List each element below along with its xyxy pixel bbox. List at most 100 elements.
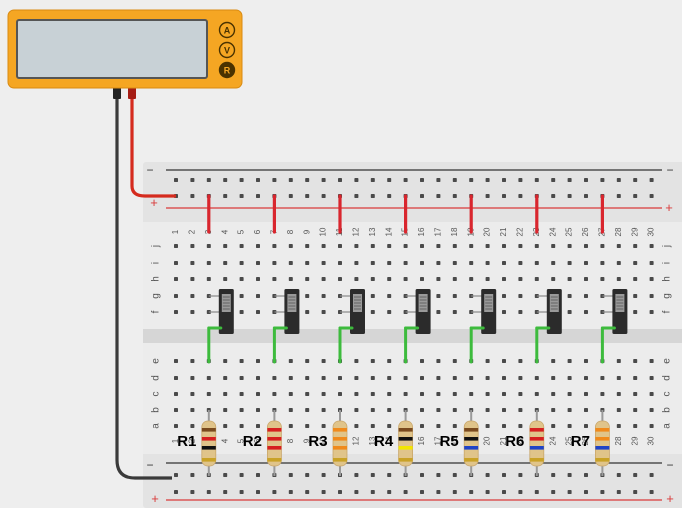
rail-hole (649, 490, 654, 494)
rail-hole (452, 490, 457, 494)
terminal-hole (567, 408, 572, 412)
terminal-hole (469, 244, 474, 248)
terminal-hole (190, 424, 195, 428)
resistor-band (398, 428, 413, 432)
column-number: 20 (483, 227, 492, 236)
terminal-hole (518, 310, 523, 314)
mode-button-v[interactable] (218, 41, 236, 59)
probe-plug-red[interactable] (128, 86, 136, 99)
terminal-hole (321, 376, 326, 380)
mode-button-a[interactable] (218, 21, 236, 39)
branch-6: R6 (505, 194, 562, 476)
branch-2: R2 (243, 194, 300, 476)
terminal-hole (616, 261, 621, 265)
rail-hole (174, 473, 178, 477)
terminal-hole (616, 244, 621, 248)
rail-hole (600, 490, 605, 494)
column-number: 14 (384, 436, 393, 445)
terminal-hole (272, 392, 277, 396)
rail-minus-label: − (146, 163, 153, 177)
terminal-hole (485, 376, 490, 380)
column-number: 1 (171, 438, 180, 443)
rail-hole (190, 473, 195, 477)
terminal-hole (174, 310, 178, 314)
terminal-hole (288, 244, 293, 248)
mode-button-label: A (224, 26, 231, 36)
terminal-hole (239, 408, 244, 412)
rail-hole (534, 490, 539, 494)
terminal-hole (616, 392, 621, 396)
terminal-hole (370, 424, 375, 428)
terminal-hole (174, 392, 178, 396)
rail-hole (206, 490, 211, 494)
terminal-hole (174, 244, 178, 248)
resistor-band (201, 428, 216, 432)
terminal-hole (452, 244, 457, 248)
terminal-hole (616, 424, 621, 428)
rail-hole (338, 178, 342, 182)
terminal-hole (387, 261, 392, 265)
terminal-hole (305, 359, 310, 363)
terminal-hole (387, 424, 392, 428)
resistor-band (333, 446, 347, 450)
terminal-hole (387, 359, 392, 363)
rail-hole (452, 178, 457, 182)
terminal-hole (305, 392, 310, 396)
terminal-hole (190, 310, 195, 314)
rail-hole (518, 178, 523, 182)
terminal-hole (354, 376, 359, 380)
rail-hole (518, 473, 523, 477)
terminal-hole (370, 310, 375, 314)
rail-hole (387, 490, 392, 494)
rail-hole (370, 178, 375, 182)
terminal-hole (420, 277, 424, 281)
terminal-hole (288, 376, 293, 380)
terminal-hole (584, 310, 588, 314)
column-number: 5 (237, 438, 246, 443)
terminal-hole (567, 376, 572, 380)
resistor-band (595, 437, 610, 441)
column-number: 13 (368, 227, 377, 236)
rail-hole (288, 194, 293, 198)
rail-hole (321, 178, 326, 182)
resistor-band (201, 446, 216, 450)
column-number: 30 (647, 227, 656, 236)
resistor-label: R3 (308, 433, 327, 450)
rail-hole (190, 490, 195, 494)
terminal-hole (436, 424, 441, 428)
terminal-hole (518, 359, 523, 363)
terminal-hole (321, 392, 326, 396)
column-number: 12 (352, 436, 361, 445)
rail-hole (502, 178, 506, 182)
rail-hole (469, 178, 474, 182)
probe-wire-black[interactable] (115, 95, 172, 480)
rail-hole (305, 473, 310, 477)
column-number: 10 (319, 436, 328, 445)
terminal-hole (206, 376, 211, 380)
rail-hole (502, 194, 506, 198)
rail-hole (239, 194, 244, 198)
terminal-hole (502, 261, 506, 265)
probe-plug-black[interactable] (113, 86, 121, 99)
resistor-band (201, 458, 216, 462)
rail-hole (272, 490, 277, 494)
probe-wire-red[interactable] (130, 95, 176, 198)
terminal-hole (584, 294, 588, 298)
rail-hole (256, 490, 260, 494)
terminal-hole (551, 359, 556, 363)
terminal-hole (452, 359, 457, 363)
rail-hole (584, 178, 588, 182)
terminal-hole (223, 359, 228, 363)
resistor-band (529, 428, 544, 432)
terminal-hole (616, 408, 621, 412)
resistor-band (333, 458, 347, 462)
rail-hole (354, 490, 359, 494)
mode-button-r[interactable] (218, 61, 236, 79)
multimeter[interactable]: AVR (7, 9, 243, 480)
terminal-hole (190, 261, 195, 265)
rail-hole (223, 490, 228, 494)
rail-hole (534, 178, 539, 182)
terminal-hole (403, 376, 408, 380)
column-number: 25 (565, 227, 574, 236)
column-number: 22 (516, 227, 525, 236)
